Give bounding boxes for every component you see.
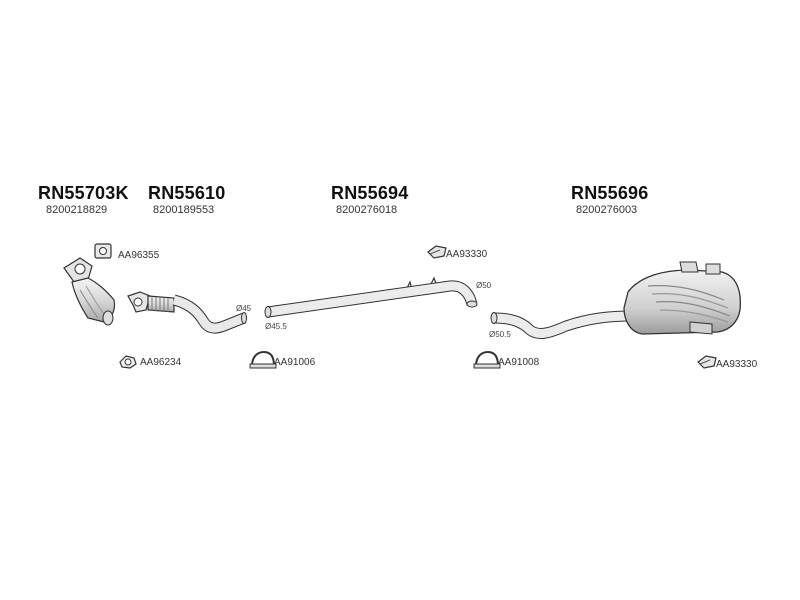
gasket-icon <box>94 243 112 259</box>
part-code-middle-pipe: RN55694 <box>331 183 409 203</box>
middle-pipe <box>264 276 478 318</box>
label-gasket-ring: AA96234 <box>140 357 182 368</box>
diameter-label-2: Ø45.5 <box>265 322 287 331</box>
clamp-icon <box>249 350 277 369</box>
gasket-ring-icon <box>119 355 137 369</box>
part-code-front-pipe: RN55610 <box>148 183 226 203</box>
oem-number-middle-pipe: 8200276018 <box>336 204 398 216</box>
label-clamp-2: AA91008 <box>498 357 540 368</box>
label-clamp-1: AA91006 <box>274 357 316 368</box>
part-code-rear-muffler: RN55696 <box>571 183 649 203</box>
rubber-mount-icon <box>427 245 447 259</box>
diameter-label-3: Ø50 <box>476 281 492 290</box>
label-bracket-1: AA93330 <box>446 249 488 260</box>
diameter-label-4: Ø50.5 <box>489 330 511 339</box>
catalytic-converter <box>63 257 116 326</box>
part-code-catalyst: RN55703K <box>38 183 129 203</box>
front-pipe <box>127 291 247 334</box>
rubber-mount-icon <box>697 355 717 369</box>
oem-number-front-pipe: 8200189553 <box>153 204 215 216</box>
label-gasket-top: AA96355 <box>118 250 160 261</box>
clamp-icon <box>473 350 501 369</box>
label-bracket-2: AA93330 <box>716 359 758 370</box>
oem-number-catalyst: 8200218829 <box>46 204 108 216</box>
rear-muffler <box>490 261 742 339</box>
diameter-label-1: Ø45 <box>236 304 252 313</box>
oem-number-rear-muffler: 8200276003 <box>576 204 638 216</box>
